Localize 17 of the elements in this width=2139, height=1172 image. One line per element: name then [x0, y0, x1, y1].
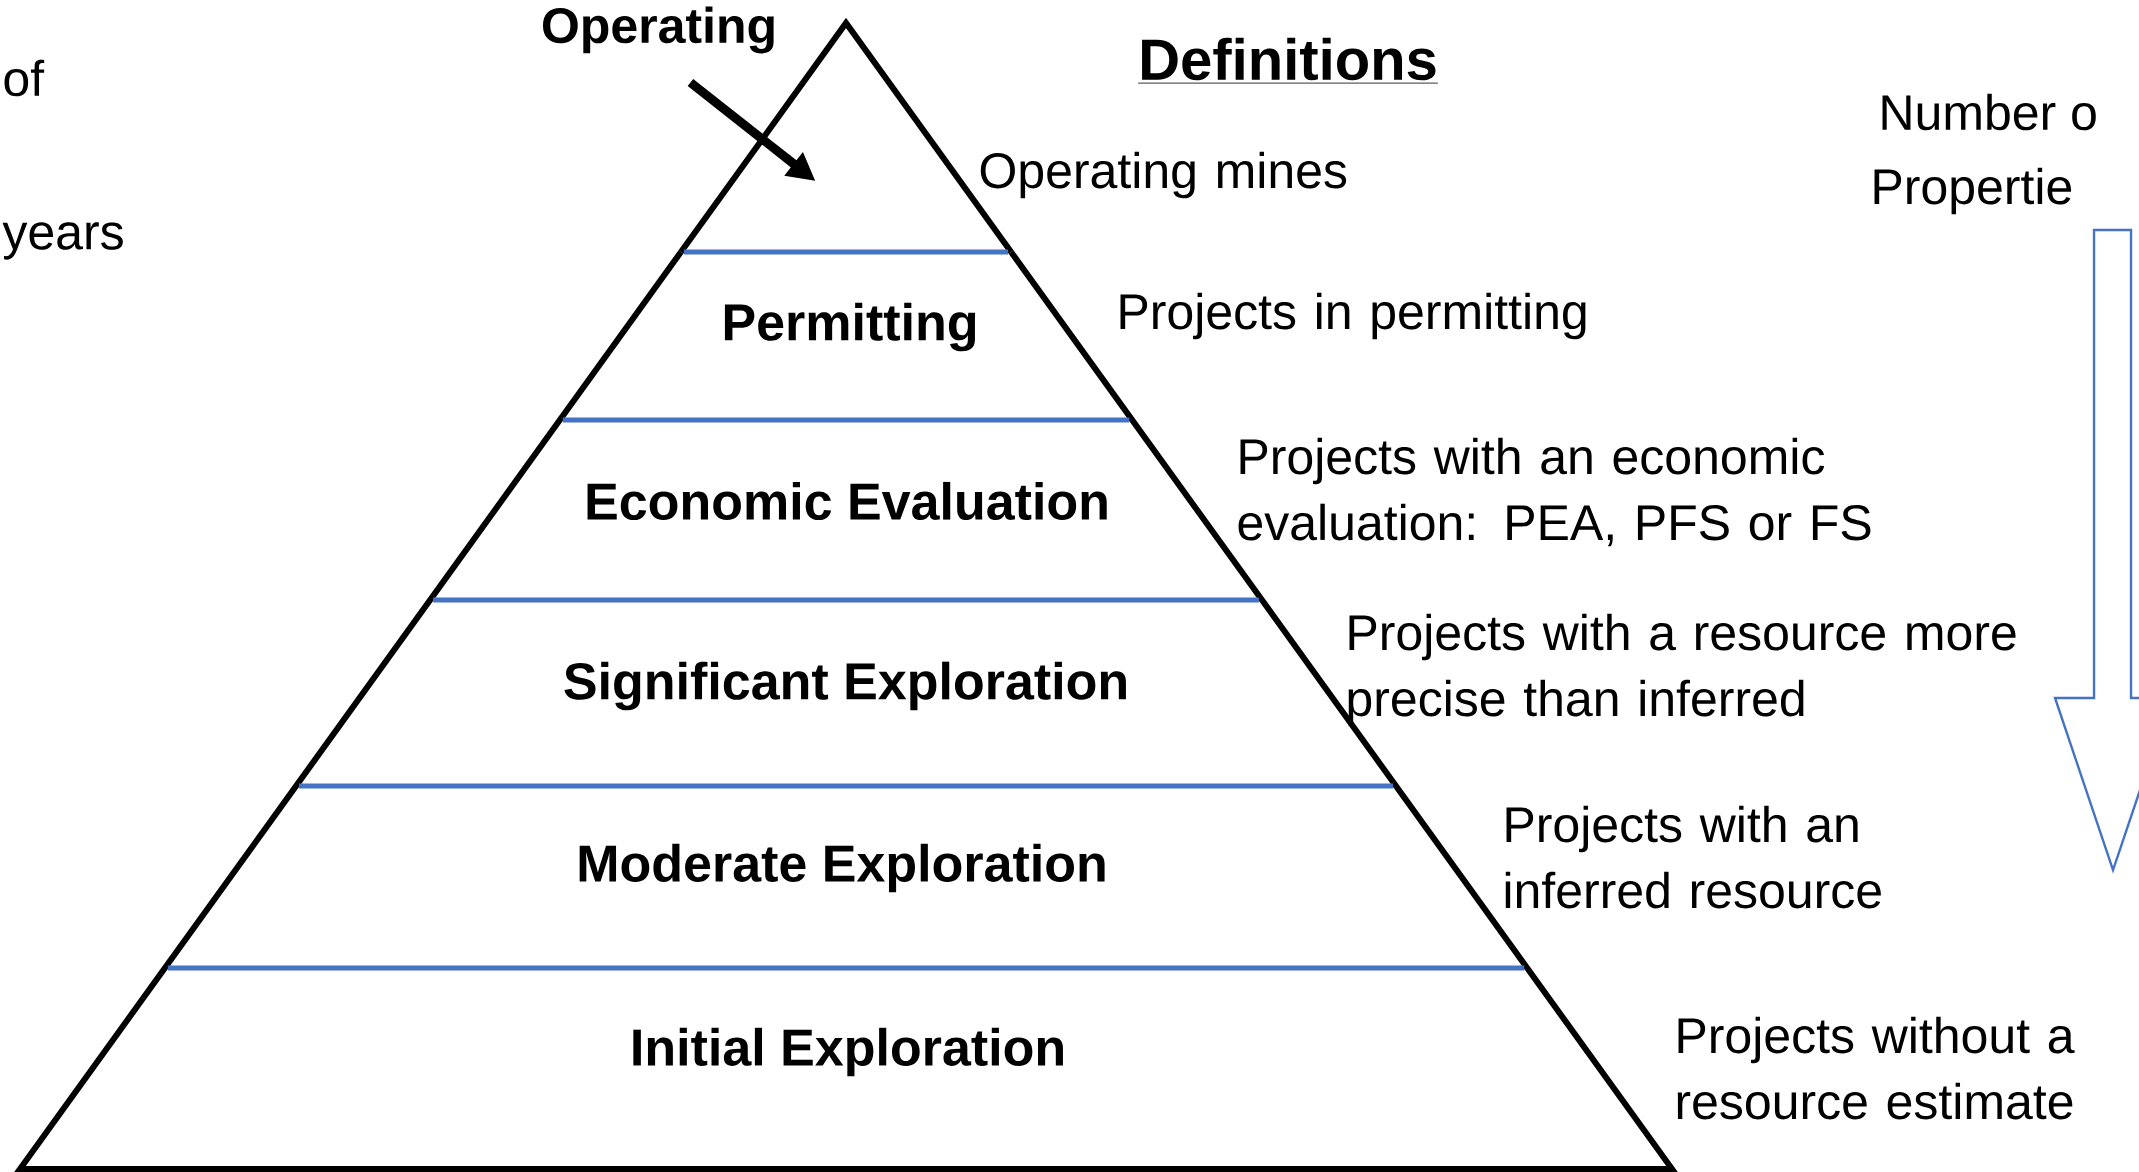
tier-label: Permitting [724, 302, 976, 352]
tier-label: Economic Evaluation [587, 481, 1107, 521]
definition-text: Projects with an economic evaluation: PEA, PFS or FS [1238, 437, 1871, 547]
axis-text: Propertie [1874, 167, 2072, 215]
axis-text: of [4, 59, 45, 97]
axis-text: years [2, 222, 123, 260]
axis-text: Number o [1882, 93, 2096, 131]
definition-text: Operating mines [980, 151, 1347, 199]
tier-label: Initial Exploration [633, 1027, 1063, 1077]
definition-text: Projects with a resource more precise than inferred [1348, 613, 2016, 727]
tier-label: Significant Exploration [564, 661, 1126, 711]
heading: Definitions [1137, 37, 1439, 84]
definition-text: Projects in permitting [1120, 292, 1586, 340]
definition-text: Projects without a resource estimate [1677, 1016, 2075, 1120]
stage-label: Operating [543, 6, 774, 54]
tier-label: Moderate Exploration [579, 843, 1105, 893]
definition-text: Projects with an inferred resource [1505, 805, 1881, 909]
